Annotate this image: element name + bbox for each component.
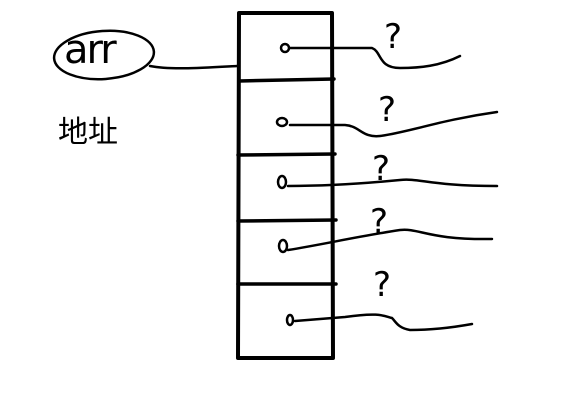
pointer-line-1 xyxy=(288,110,499,138)
unknown-target-2: ? xyxy=(372,149,391,189)
pointer-line-4 xyxy=(293,313,474,332)
unknown-target-0: ? xyxy=(384,17,403,57)
unknown-target-3: ? xyxy=(370,202,389,242)
cell-divider xyxy=(236,152,337,157)
array-block xyxy=(236,11,335,360)
arr-label: arr xyxy=(64,27,117,73)
pointer-dot-4 xyxy=(285,313,295,327)
pointer-dot-3 xyxy=(277,238,289,254)
address-label: 地址 xyxy=(58,115,118,150)
pointer-dot-2 xyxy=(276,174,288,190)
unknown-target-4: ? xyxy=(373,265,392,305)
cell-divider xyxy=(237,77,336,83)
arr-link-line xyxy=(148,64,239,70)
pointer-line-3 xyxy=(286,228,494,252)
arr-oval xyxy=(52,29,156,81)
pointer-dot-0 xyxy=(279,42,291,54)
pointer-dot-1 xyxy=(275,116,289,128)
unknown-target-1: ? xyxy=(378,90,397,130)
pointer-line-0 xyxy=(288,46,462,70)
cell-divider xyxy=(236,218,338,223)
pointer-line-2 xyxy=(286,178,499,188)
